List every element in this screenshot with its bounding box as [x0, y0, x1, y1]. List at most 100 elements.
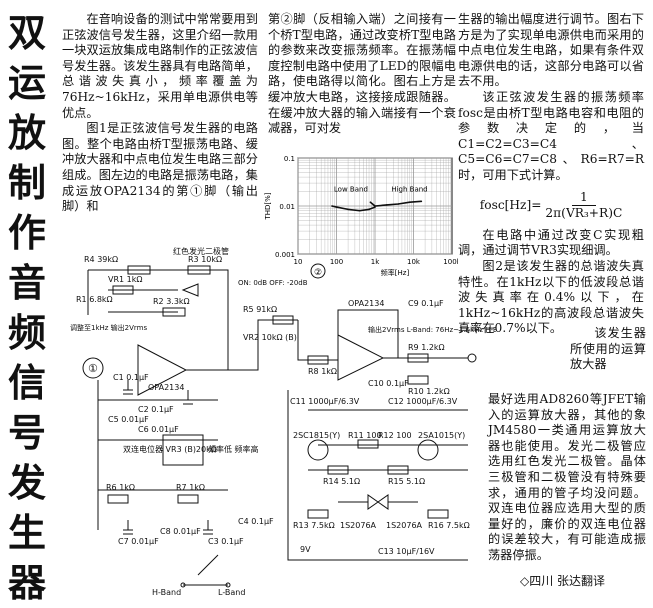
- r1-label: R1 6.8kΩ: [76, 295, 113, 304]
- text-column-2: 第②脚（反相输入端）之间接有一个桥T型电路，通过改变桥T型电路的参数来改变振荡频…: [268, 12, 456, 137]
- data-point: [335, 206, 338, 208]
- c9-label: C9 0.1μF: [408, 299, 444, 308]
- r15-label: R15 5.1Ω: [388, 477, 425, 486]
- series-label: High Band: [391, 186, 427, 194]
- att-label: ON: 0dB OFF: -20dB: [238, 279, 308, 287]
- formula-denominator: 2π(VR₃+R)C: [545, 206, 623, 221]
- vr3-label: 双连电位器 VR3 (B)20kΩ: [123, 444, 217, 454]
- data-point: [331, 205, 333, 207]
- paragraph: 图1是正弦波信号发生器的电路图。整个电路由桥T型振荡电路、缓冲放大器和中点电位发…: [62, 121, 258, 214]
- y-tick-label: 0.1: [284, 155, 295, 163]
- c2-label: C2 0.1μF: [138, 405, 174, 414]
- r14-label: R14 5.1Ω: [323, 477, 360, 486]
- title-char: 放: [7, 111, 46, 155]
- paragraph: 该正弦波发生器的振荡频率fosc是由桥T型电路电容和电阻的参数决定的，当C1=C…: [458, 89, 644, 182]
- thd-chart: 101001k10k100k0.10.010.001THD[%]频率[Hz]②L…: [262, 150, 462, 280]
- y-tick-label: 0.01: [279, 203, 295, 211]
- figure-1-circle: [82, 357, 104, 379]
- r6-label: R6 1kΩ: [106, 483, 135, 492]
- figure-2-circle: [310, 263, 326, 279]
- frequency-formula: fosc[Hz]= 1 2π(VR₃+R)C: [458, 190, 644, 222]
- r9-label: R9 1.2kΩ: [408, 343, 445, 352]
- series-line: [369, 200, 422, 207]
- chart-svg: 101001k10k100k0.10.010.001THD[%]频率[Hz]②L…: [264, 155, 462, 279]
- data-point: [420, 200, 423, 203]
- x-tick-label: 100: [330, 258, 343, 266]
- opa1-label: OPA2134: [148, 383, 184, 392]
- c11-label: C11 1000μF/6.3V: [290, 397, 360, 406]
- c7-label: C7 0.01μF: [118, 537, 159, 546]
- data-point: [397, 203, 399, 205]
- r4-label: R4 39kΩ: [84, 255, 118, 264]
- data-point: [408, 201, 411, 203]
- title-char: 制: [7, 161, 46, 205]
- paragraph: 图2是该发生器的总谐波失真特性。在1kHz以下的低波段总谐波失真率在0.4%以下…: [458, 258, 644, 336]
- c5-label: C5 0.01μF: [108, 415, 149, 424]
- formula-numerator: 1: [571, 190, 596, 207]
- r2-label: R2 3.3kΩ: [153, 297, 190, 306]
- title-char: 器: [7, 561, 46, 605]
- data-point: [385, 204, 388, 206]
- paragraph: 生器的输出幅度进行调节。图右下方是为了实现单电源供电而采用的中点电位发生电路，如…: [458, 12, 644, 89]
- x-tick-label: 100k: [443, 258, 458, 266]
- formula-fraction: 1 2π(VR₃+R)C: [545, 190, 622, 222]
- c12-label: C12 1000μF/6.3V: [388, 397, 458, 406]
- q1-label: 2SC1815(Y): [293, 431, 340, 440]
- paragraph: 最好选用AD8260等JFET输入的运算放大器，其他的象JM4580一类通用运算…: [488, 392, 646, 562]
- paragraph: 在音响设备的测试中常常要用到正弦波信号发生器，这里介绍一款用一块双运放集成电路制…: [62, 12, 258, 120]
- c10-label: C10 0.1μF: [368, 379, 409, 388]
- title-char: 生: [7, 511, 46, 555]
- text-column-3b: 该发生器所使用的运算放大器: [570, 326, 646, 373]
- c6-label: C6 0.01μF: [138, 425, 179, 434]
- vr1-label: VR1 1kΩ: [108, 275, 143, 284]
- title-char: 运: [7, 61, 46, 105]
- d2-label: 1S2076A: [386, 521, 423, 530]
- d1-label: 1S2076A: [340, 521, 377, 530]
- r8-label: R8 1kΩ: [308, 367, 337, 376]
- circuit-schematic: R4 39kΩ R3 10kΩ VR1 1kΩ R1 6.8kΩ R2 3.3k…: [68, 240, 566, 600]
- c4-label: C4 0.1μF: [238, 517, 274, 526]
- x-tick-label: 10k: [407, 258, 421, 266]
- range-label: 频率低 频率高: [208, 444, 259, 454]
- r10-label: R10 1.2kΩ: [408, 387, 450, 396]
- x-tick-label: 10: [294, 258, 303, 266]
- vertical-title: 双运放制作音频信号发生器: [6, 8, 48, 608]
- r5-label: R5 91kΩ: [243, 305, 277, 314]
- r11-label: R11 100: [348, 431, 382, 440]
- adjust-label: 调整至1kHz 输出2Vrms: [70, 323, 147, 332]
- series-label: Low Band: [334, 186, 368, 194]
- title-char: 频: [7, 311, 46, 355]
- data-point: [374, 205, 376, 207]
- paragraph: 该发生器所使用的运算放大器: [570, 326, 646, 372]
- data-point: [369, 201, 372, 203]
- v9-label: 9V: [300, 545, 311, 554]
- data-point: [358, 209, 361, 212]
- q2-label: 2SA1015(Y): [418, 431, 465, 440]
- c8-label: C8 0.01μF: [160, 527, 201, 536]
- y-axis-label: THD[%]: [264, 192, 272, 220]
- figure-2-label: ②: [314, 268, 322, 278]
- figure-1-label: ①: [88, 362, 98, 375]
- text-column-3: 生器的输出幅度进行调节。图右下方是为了实现单电源供电而采用的中点电位发生电路，如…: [458, 12, 644, 337]
- title-char: 号: [7, 411, 46, 455]
- title-char: 音: [7, 261, 46, 305]
- c3-label: C3 0.1μF: [208, 537, 244, 546]
- c1-label: C1 0.1μF: [113, 373, 149, 382]
- r16-label: R16 7.5kΩ: [428, 521, 470, 530]
- paragraph: 在电路中通过改变C实现粗调，通过调节VR3实现细调。: [458, 227, 644, 258]
- r12-label: R12 100: [378, 431, 412, 440]
- formula-left: fosc[Hz]=: [479, 197, 542, 212]
- text-column-1: 在音响设备的测试中常常要用到正弦波信号发生器，这里介绍一款用一块双运放集成电路制…: [62, 12, 258, 215]
- data-point: [347, 208, 349, 211]
- led-label: 红色发光二极管: [173, 246, 229, 256]
- output-label: 输出2Vrms L-Band: 76Hz~1.6kHz H-Band: 760H…: [368, 325, 496, 334]
- data-point: [368, 208, 370, 211]
- vr2-label: VR2 10kΩ (B): [243, 333, 297, 342]
- title-char: 信: [7, 361, 46, 405]
- schematic-svg: R4 39kΩ R3 10kΩ VR1 1kΩ R1 6.8kΩ R2 3.3k…: [70, 246, 566, 597]
- c13-label: C13 10μF/16V: [378, 547, 435, 556]
- y-tick-label: 0.001: [275, 251, 295, 259]
- text-column-3c: 最好选用AD8260等JFET输入的运算放大器，其他的象JM4580一类通用运算…: [488, 392, 646, 564]
- r7-label: R7 1kΩ: [176, 483, 205, 492]
- title-char: 双: [7, 11, 46, 55]
